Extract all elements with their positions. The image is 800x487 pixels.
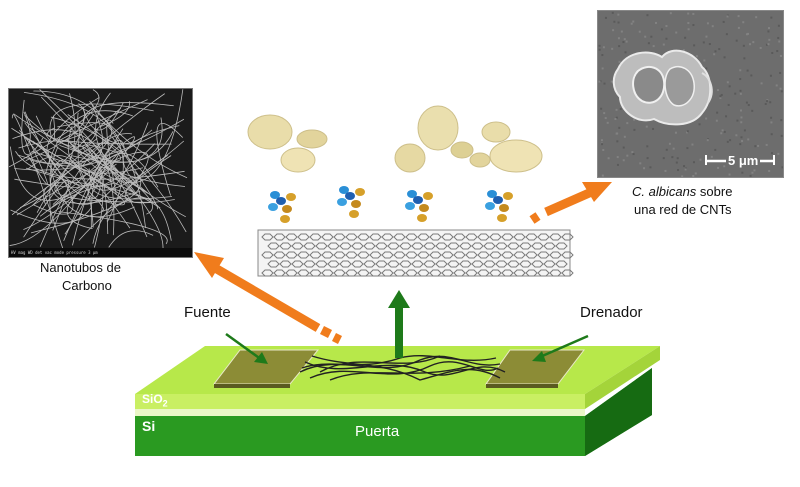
- orange-arrow-left: [194, 252, 343, 345]
- cnt-caption-line2: Carbono: [62, 278, 112, 293]
- gate-label: Puerta: [355, 423, 400, 440]
- cnt-caption-line1: Nanotubos de: [40, 260, 121, 275]
- albicans-cell: [598, 11, 783, 177]
- sem-info-bar: HV mag WD det vac mode pressure 3 μm: [9, 248, 192, 257]
- source-label: Fuente: [184, 304, 231, 321]
- drain-label: Drenador: [580, 304, 643, 321]
- albicans-caption-line2: una red de CNTs: [634, 202, 732, 217]
- albicans-sem-image: 5 μm: [597, 10, 784, 178]
- albicans-italic: C. albicans: [632, 184, 697, 199]
- sio2-layer: [135, 394, 585, 409]
- orange-arrow-right: [529, 182, 612, 224]
- green-up-arrow: [395, 306, 403, 358]
- albicans-rest: sobre: [696, 184, 733, 199]
- cnt-network: [9, 89, 188, 249]
- scale-bar-label: 5 μm: [726, 153, 761, 168]
- cnt-sem-image: HV mag WD det vac mode pressure 3 μm: [8, 88, 193, 258]
- antibodies: [268, 186, 513, 223]
- cnt-channel: [299, 355, 506, 381]
- yeast-cells: [247, 105, 543, 173]
- albicans-caption-line1: C. albicans sobre: [632, 184, 732, 199]
- si-label: Si: [142, 418, 156, 434]
- sio2-label: SiO2: [142, 392, 168, 409]
